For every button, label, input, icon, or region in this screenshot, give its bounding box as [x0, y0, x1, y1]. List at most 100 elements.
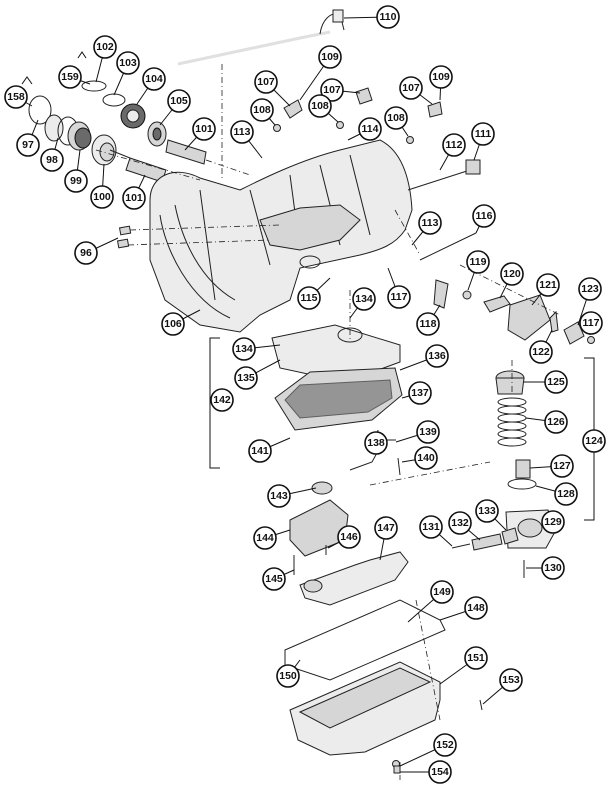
- callout-bubble: [358, 117, 382, 141]
- plugs: [116, 225, 132, 249]
- callout-123: 123: [577, 277, 602, 326]
- callout-number: 108: [311, 100, 329, 112]
- bracket-158: [21, 76, 33, 85]
- callout-96: 96: [74, 237, 119, 265]
- callout-117: 117: [387, 267, 411, 309]
- callout-99: 99: [64, 149, 88, 193]
- callout-number: 133: [478, 505, 496, 517]
- callout-number: 131: [422, 521, 440, 533]
- callout-107c: 107: [399, 76, 433, 105]
- callout-112: 112: [439, 133, 466, 171]
- callout-bubble: [544, 410, 568, 434]
- callout-bubble: [210, 388, 234, 412]
- callout-bubble: [308, 94, 332, 118]
- callout-142: 142: [210, 388, 234, 412]
- callout-133: 133: [475, 499, 507, 531]
- callout-bubble: [93, 35, 117, 59]
- callout-158: 158: [4, 85, 33, 109]
- callout-number: 154: [431, 766, 449, 778]
- callout-104: 104: [136, 67, 166, 105]
- callout-147: 147: [374, 516, 398, 561]
- shafts: [109, 139, 207, 183]
- pan-gasket: [284, 599, 446, 681]
- callout-126: 126: [525, 410, 568, 434]
- front-planetary-parts: [28, 95, 117, 166]
- callout-number: 134: [235, 343, 253, 355]
- callout-number: 100: [93, 191, 111, 203]
- callout-136: 136: [399, 344, 449, 371]
- callout-number: 101: [125, 192, 143, 204]
- callout-125: 125: [524, 370, 568, 394]
- callout-117b: 117: [579, 311, 603, 336]
- callout-bubble: [433, 733, 457, 757]
- callout-119: 119: [466, 250, 490, 291]
- callout-bubble: [64, 169, 88, 193]
- callout-bubble: [250, 98, 274, 122]
- callout-bubble: [167, 89, 191, 113]
- callout-number: 113: [422, 217, 439, 229]
- callout-135: 135: [234, 359, 281, 390]
- sensors: [273, 87, 443, 144]
- callout-number: 136: [428, 350, 446, 362]
- callout-number: 109: [321, 51, 339, 63]
- callout-bubble: [232, 337, 256, 361]
- callout-number: 135: [237, 372, 255, 384]
- callout-134b: 134: [232, 337, 281, 361]
- callout-bubble: [90, 185, 114, 209]
- servo-spring: [497, 397, 527, 447]
- callout-129: 129: [541, 510, 565, 534]
- callout-number: 97: [22, 139, 34, 151]
- callout-bubble: [253, 526, 277, 550]
- callout-bubble: [579, 311, 603, 335]
- callout-115: 115: [297, 277, 331, 310]
- callout-108c: 108: [384, 106, 409, 137]
- callout-number: 139: [419, 426, 437, 438]
- callout-number: 101: [195, 123, 213, 135]
- callout-number: 107: [323, 84, 341, 96]
- callout-153: 153: [482, 668, 523, 705]
- callout-bubble: [364, 431, 388, 455]
- callout-108: 108: [250, 98, 276, 126]
- callout-bubble: [399, 76, 423, 100]
- callout-144: 144: [253, 526, 291, 550]
- callout-number: 142: [213, 394, 231, 406]
- callout-110: 110: [343, 5, 400, 29]
- callout-140: 140: [401, 446, 438, 470]
- callout-bubble: [418, 211, 442, 235]
- manual-rod: [419, 232, 477, 261]
- valve-body: [274, 367, 403, 431]
- drain-plug: [393, 765, 401, 774]
- transmission-case: [149, 139, 413, 333]
- callout-number: 134: [355, 293, 373, 305]
- bracket-159: [77, 51, 87, 59]
- callout-bubble: [500, 262, 524, 286]
- callout-bubble: [578, 277, 602, 301]
- callout-131: 131: [419, 515, 453, 547]
- callout-111: 111: [471, 122, 495, 161]
- callout-number: 144: [256, 532, 274, 544]
- callout-bubble: [122, 186, 146, 210]
- callout-number: 115: [301, 292, 318, 304]
- callout-bubble: [536, 273, 560, 297]
- callout-bubble: [297, 286, 321, 310]
- callout-103: 103: [113, 51, 140, 96]
- callout-bubble: [529, 340, 553, 364]
- separator-plate: [271, 324, 401, 383]
- callout-number: 151: [467, 652, 485, 664]
- callout-148: 148: [439, 596, 488, 621]
- callout-number: 138: [367, 437, 385, 449]
- callout-number: 129: [544, 516, 562, 528]
- callout-bubble: [320, 78, 344, 102]
- callout-bubble: [116, 51, 140, 75]
- callout-number: 104: [145, 73, 163, 85]
- callout-number: 153: [502, 674, 520, 686]
- callout-number: 125: [547, 376, 565, 388]
- callout-97: 97: [16, 119, 40, 157]
- callout-number: 107: [257, 76, 275, 88]
- callout-number: 108: [387, 112, 405, 124]
- callout-137: 137: [401, 381, 432, 405]
- callout-bubble: [262, 567, 286, 591]
- callout-134: 134: [349, 287, 376, 319]
- callout-109b: 109: [429, 65, 453, 101]
